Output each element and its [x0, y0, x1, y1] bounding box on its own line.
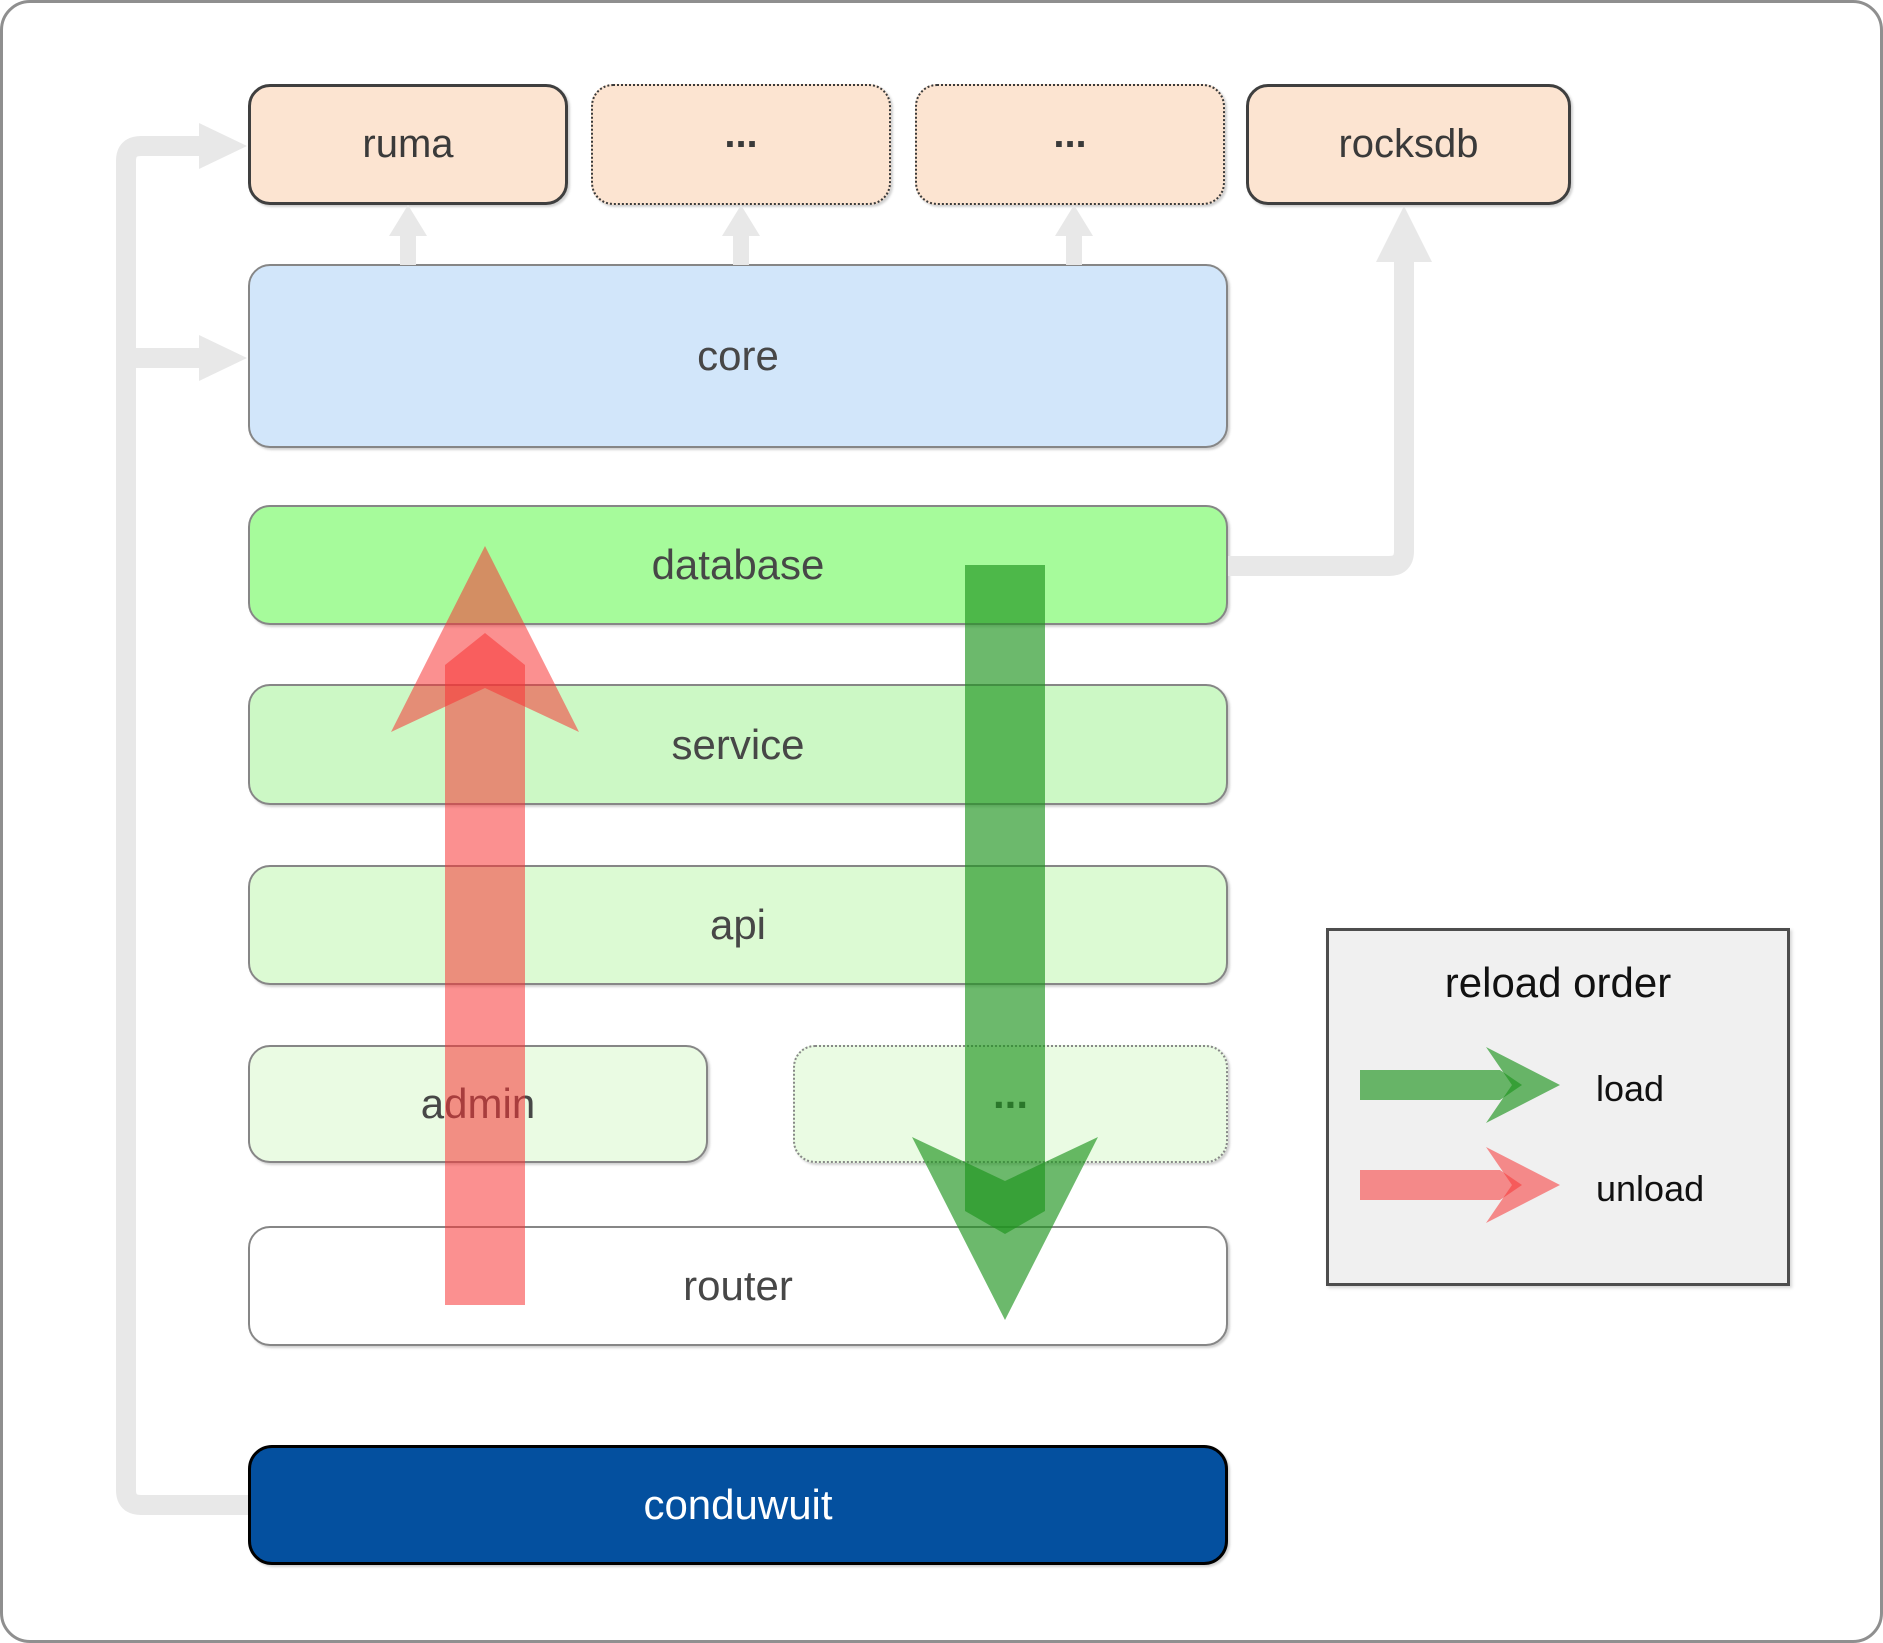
box-ruma-label: ruma — [362, 122, 454, 166]
core-to-ellipsis1-arrow-shaft — [733, 234, 749, 265]
box-core-label: core — [697, 332, 779, 379]
legend-load-label: load — [1596, 1068, 1665, 1109]
box-api: api — [248, 865, 1228, 985]
box-worker-ellipsis: ... — [793, 1045, 1228, 1163]
core-to-ellipsis1-arrowhead — [722, 205, 760, 236]
box-crate-ellipsis-1: ... — [591, 84, 891, 205]
box-core: core — [248, 264, 1228, 448]
legend-title: reload order — [1444, 959, 1672, 1006]
connector-arrowhead-rocksdb — [1376, 206, 1432, 262]
box-router-label: router — [683, 1262, 793, 1309]
box-crate-ellipsis-2-label: ... — [1053, 112, 1087, 156]
box-router: router — [248, 1226, 1228, 1346]
box-database: database — [248, 505, 1228, 625]
box-rocksdb: rocksdb — [1246, 84, 1571, 205]
box-service-label: service — [671, 720, 805, 768]
box-api-label: api — [709, 901, 767, 948]
core-to-ruma-arrowhead — [389, 205, 427, 236]
legend: reload order load unload — [1326, 928, 1790, 1286]
box-admin-label: admin — [420, 1080, 536, 1127]
arrows-overlay — [116, 123, 1560, 1515]
box-service: service — [248, 684, 1228, 805]
connector-arrowhead-ruma — [199, 123, 247, 169]
box-ruma: ruma — [248, 84, 568, 205]
box-admin: admin — [248, 1045, 708, 1163]
connector-database-rocksdb-line — [1228, 261, 1414, 576]
box-rocksdb-label: rocksdb — [1338, 122, 1479, 166]
box-database-label: database — [651, 541, 825, 588]
core-to-ellipsis2-arrow-shaft — [1066, 234, 1082, 265]
box-conduwuit-label: conduwuit — [643, 1481, 833, 1528]
core-to-ruma-arrow-shaft — [400, 234, 416, 265]
box-crate-ellipsis-2: ... — [915, 84, 1225, 205]
connector-arrowhead-core — [199, 335, 247, 381]
legend-unload-label: unload — [1596, 1168, 1705, 1209]
box-crate-ellipsis-1-label: ... — [724, 112, 758, 156]
connector-conduwuit-left-line — [116, 136, 248, 1515]
box-conduwuit: conduwuit — [248, 1445, 1228, 1565]
box-worker-ellipsis-label: ... — [992, 1070, 1028, 1117]
core-to-ellipsis2-arrowhead — [1055, 205, 1093, 236]
